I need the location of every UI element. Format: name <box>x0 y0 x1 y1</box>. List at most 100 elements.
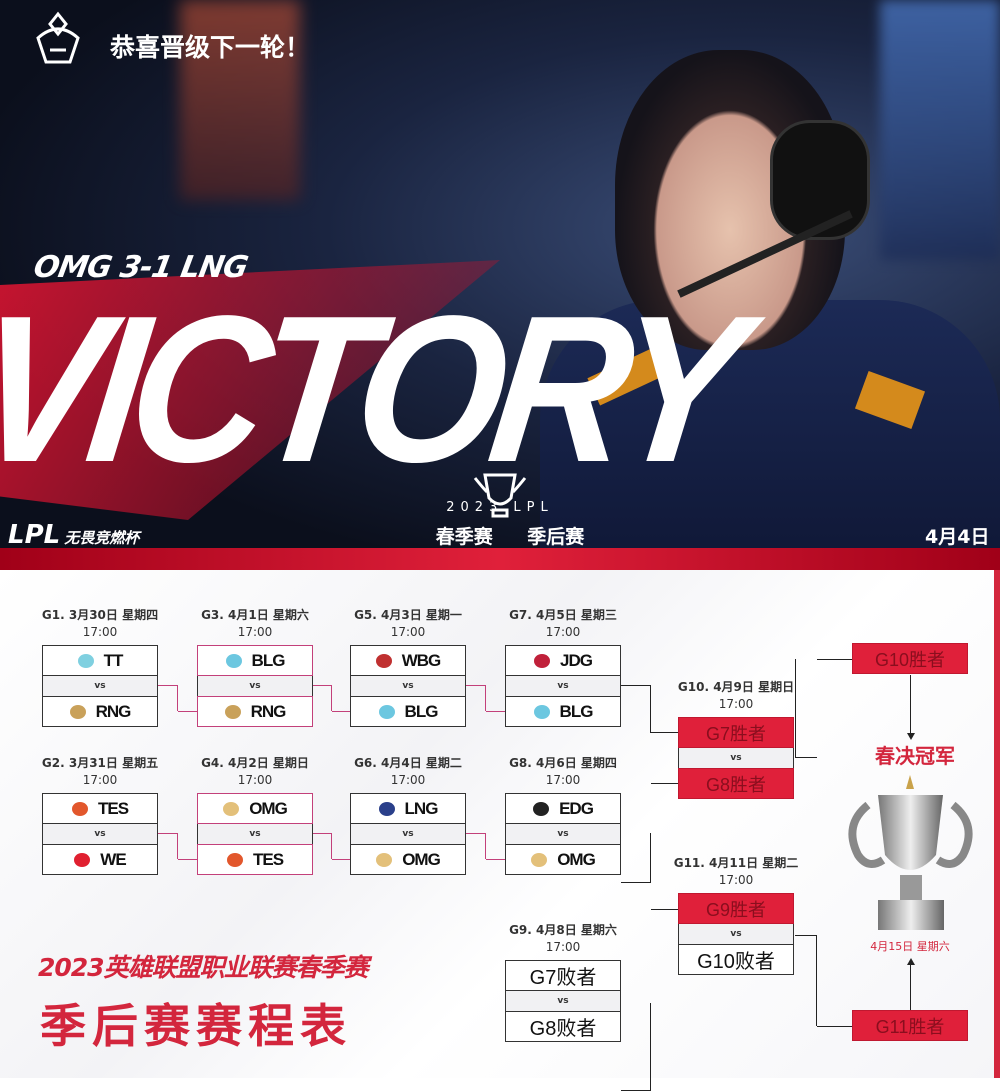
edg-logo-icon <box>533 801 550 816</box>
champion-label: 春决冠军 <box>875 744 955 768</box>
vs-label: vs <box>505 991 621 1011</box>
tes-logo-icon <box>71 801 88 816</box>
team-slot-bottom: OMG <box>350 844 466 875</box>
team-slot-top: BLG <box>197 645 313 676</box>
bracket-connector <box>332 859 350 860</box>
bracket-connector <box>313 833 332 859</box>
omg-logo-icon <box>36 11 80 64</box>
background-light <box>180 0 300 200</box>
team-name: EDG <box>559 798 594 818</box>
vs-label: vs <box>678 748 794 768</box>
playoff-bracket <box>0 570 1000 1078</box>
team-name: JDG <box>560 650 593 670</box>
arrow-line <box>910 675 911 733</box>
wbg-logo-icon <box>375 653 392 668</box>
team-slot-top: EDG <box>505 793 621 824</box>
bracket-connector <box>332 711 350 712</box>
match-time: 17:00 <box>237 773 273 787</box>
team-name: G7胜者 <box>705 723 766 744</box>
team-name: G10胜者 <box>874 649 946 670</box>
match-date: G7. 4月5日 星期三 <box>509 608 617 622</box>
vs-label: vs <box>505 676 621 696</box>
match-time: 17:00 <box>82 625 118 639</box>
we-logo-icon <box>74 852 91 867</box>
team-slot-bottom: G8败者 <box>505 1011 621 1042</box>
blg-logo-icon <box>378 704 395 719</box>
team-slot-top: TT <box>42 645 158 676</box>
bracket-connector <box>178 711 197 712</box>
jdg-logo-icon <box>534 653 551 668</box>
vs-label: vs <box>350 676 466 696</box>
match-date: G11. 4月11日 星期二 <box>673 856 799 870</box>
vs-label: vs <box>505 824 621 844</box>
team-slot-bottom: BLG <box>505 696 621 727</box>
match-time: 17:00 <box>237 625 273 639</box>
bracket-connector <box>486 859 505 860</box>
team-name: G9胜者 <box>705 899 766 920</box>
lng-logo-icon <box>378 801 395 816</box>
final-slot-top: G10胜者 <box>852 643 968 674</box>
match-date: 4月4日 <box>925 526 990 548</box>
bracket-connector <box>817 1026 852 1027</box>
team-name: G11胜者 <box>875 1016 945 1037</box>
team-slot-top: G7胜者 <box>678 717 794 748</box>
team-slot-bottom: G10败者 <box>678 944 794 975</box>
headset-icon <box>770 120 870 240</box>
omg-logo-icon <box>531 852 548 867</box>
match-date: G3. 4月1日 星期六 <box>201 608 309 622</box>
match-date: G4. 4月2日 星期日 <box>201 756 309 770</box>
omg-logo-icon <box>376 852 393 867</box>
season-year: 2023 LPL <box>446 500 554 515</box>
match-time: 17:00 <box>545 773 581 787</box>
red-band <box>0 548 1000 570</box>
blg-logo-icon <box>533 704 550 719</box>
match-time: 17:00 <box>718 873 754 887</box>
bracket-connector <box>621 685 651 733</box>
match-time: 17:00 <box>545 625 581 639</box>
background-light <box>880 0 1000 260</box>
team-name: WE <box>100 849 126 869</box>
bracket-connector <box>795 935 817 1026</box>
match-header-g3: G3. 4月1日 星期六 17:00 <box>165 607 345 641</box>
bracket-connector <box>466 685 486 711</box>
vs-label: vs <box>42 676 158 696</box>
team-name: TT <box>103 650 124 670</box>
team-name: OMG <box>402 849 441 869</box>
victory-headline: VICTORY <box>0 272 746 507</box>
vs-label: vs <box>197 824 313 844</box>
team-slot-bottom: RNG <box>42 696 158 727</box>
league-sub: 无畏竞燃杯 <box>64 529 140 547</box>
bracket-title: 2023英雄联盟职业联赛春季赛 <box>38 953 369 982</box>
team-slot-top: LNG <box>350 793 466 824</box>
team-slot-top: OMG <box>197 793 313 824</box>
team-name: BLG <box>404 701 439 721</box>
rng-logo-icon <box>224 704 241 719</box>
omg-logo-icon <box>223 801 240 816</box>
team-name: BLG <box>559 701 594 721</box>
bracket-connector <box>178 859 197 860</box>
bracket-connector <box>313 685 332 711</box>
arrow-up-icon <box>907 958 915 965</box>
vs-label: vs <box>678 924 794 944</box>
match-time: 17:00 <box>718 697 754 711</box>
bracket-connector <box>621 833 651 883</box>
final-slot-bottom: G11胜者 <box>852 1010 968 1041</box>
team-name: TES <box>97 798 129 818</box>
league-name: LPL <box>8 520 61 550</box>
tes-logo-icon <box>226 852 243 867</box>
team-slot-top: G9胜者 <box>678 893 794 924</box>
bracket-connector <box>651 909 678 910</box>
bracket-connector <box>158 685 178 711</box>
team-slot-bottom: TES <box>197 844 313 875</box>
